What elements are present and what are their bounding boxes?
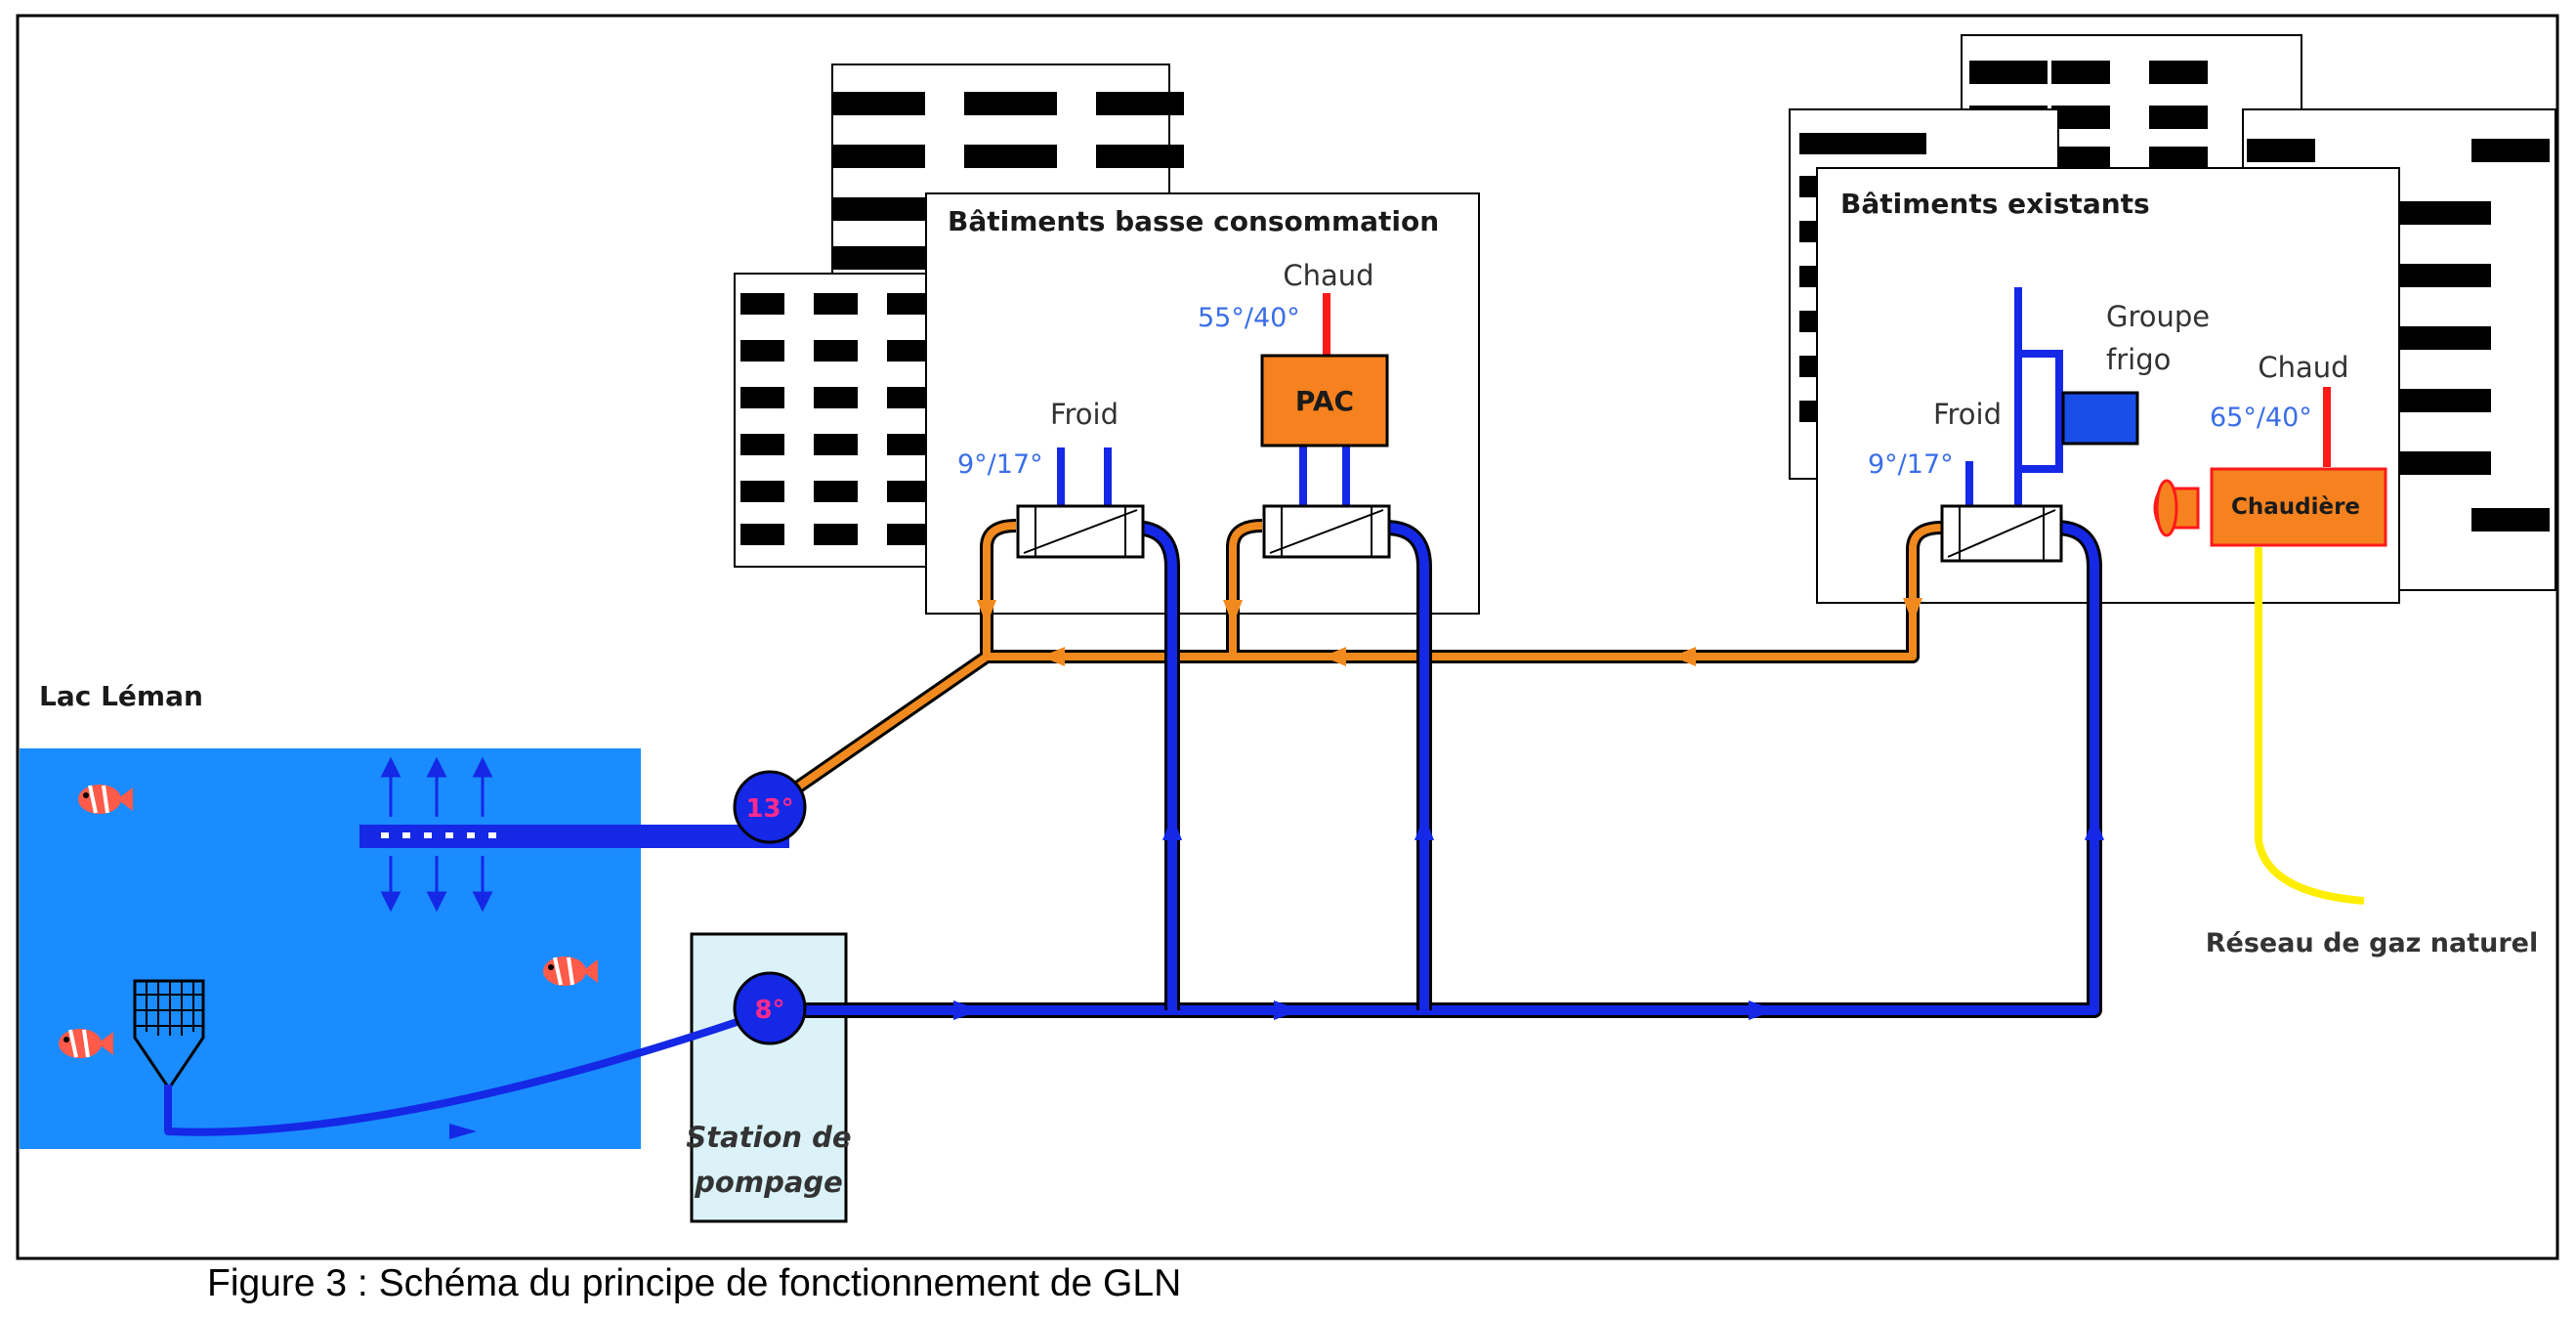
low-heat-pump-exchanger bbox=[1262, 444, 1391, 559]
lake: Lac Léman bbox=[20, 680, 789, 1149]
groupe-frigo-line1: Groupe bbox=[2106, 300, 2210, 333]
supply-node-temp: 8° bbox=[754, 996, 784, 1025]
intake-filter-icon bbox=[133, 979, 205, 1091]
existing-cold-temp: 9°/17° bbox=[1868, 449, 1954, 480]
existing-froid-label: Froid bbox=[1933, 398, 2002, 431]
heat-pump-label: PAC bbox=[1295, 385, 1354, 417]
supply-node: 8° bbox=[733, 971, 807, 1045]
low-building-box bbox=[925, 192, 1480, 615]
return-network bbox=[774, 519, 1943, 807]
low-froid-label: Froid bbox=[1050, 398, 1119, 431]
low-cold-temp: 9°/17° bbox=[957, 449, 1043, 480]
station-label-line2: pompage bbox=[694, 1166, 843, 1199]
return-node-temp: 13° bbox=[745, 794, 793, 824]
figure-caption: Figure 3 : Schéma du principe de fonctio… bbox=[207, 1262, 1181, 1304]
gas-network-label: Réseau de gaz naturel bbox=[2206, 928, 2538, 958]
low-hot-temp: 55°/40° bbox=[1198, 303, 1300, 333]
existing-buildings: Bâtiments existants bbox=[1789, 34, 2556, 604]
boiler: Chaudière bbox=[2153, 467, 2387, 547]
station-label-line1: Station de bbox=[686, 1121, 851, 1154]
down-arrow-icon bbox=[380, 856, 493, 913]
existing-building-title: Bâtiments existants bbox=[1840, 188, 2150, 220]
low-chaud-label: Chaud bbox=[1283, 259, 1373, 292]
existing-cooling-exchanger bbox=[1940, 287, 2067, 563]
lake-label: Lac Léman bbox=[39, 680, 203, 712]
heat-pump-box bbox=[1260, 354, 1389, 447]
existing-chaud-label: Chaud bbox=[2258, 351, 2348, 384]
refrigeration-unit bbox=[2061, 391, 2139, 446]
existing-hot-temp: 65°/40° bbox=[2210, 403, 2312, 433]
boiler-box bbox=[2210, 467, 2387, 547]
return-node: 13° bbox=[733, 770, 807, 844]
frame bbox=[16, 14, 2559, 1260]
low-cooling-exchanger bbox=[1016, 447, 1145, 559]
boiler-label: Chaudière bbox=[2231, 494, 2360, 520]
groupe-frigo-line2: frigo bbox=[2106, 343, 2171, 376]
up-arrow-icon bbox=[380, 756, 493, 817]
gas-pipe bbox=[2255, 547, 2365, 905]
low-building-title: Bâtiments basse consommation bbox=[948, 205, 1439, 237]
